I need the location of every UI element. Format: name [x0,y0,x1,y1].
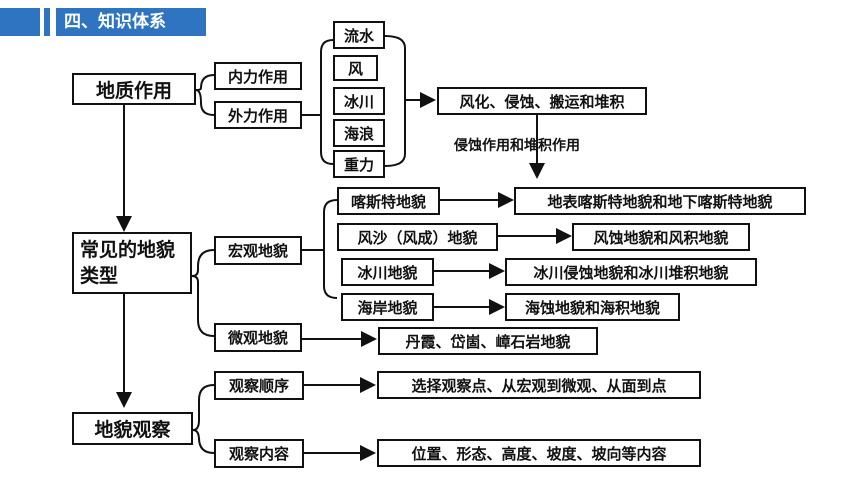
label-erosion-deposition: 侵蚀作用和堆积作用 [454,138,580,154]
node-coastal-result: 海蚀地貌和海积地貌 [505,293,680,321]
node-processes: 风化、侵蚀、搬运和堆积 [437,87,647,115]
node-agent-glacier: 冰川 [333,87,385,115]
node-agent-wave: 海浪 [333,119,385,147]
node-aeolian-result: 风蚀地貌和风积地貌 [572,223,750,251]
node-observation-content: 观察内容 [214,439,304,468]
node-micro-result: 丹霞、岱崮、嶂石岩地貌 [378,327,598,355]
brace-macro [323,199,338,299]
node-micro-landform: 微观地貌 [214,323,302,352]
node-agent-gravity: 重力 [333,150,385,178]
node-geological-action: 地质作用 [72,73,196,105]
node-karst: 喀斯特地貌 [337,187,440,215]
header-accent-bar-1 [0,8,40,36]
node-external-force: 外力作用 [214,101,302,129]
section-title: 四、知识体系 [56,8,206,36]
node-internal-force: 内力作用 [214,62,302,90]
node-glacial: 冰川地貌 [341,258,434,286]
node-agent-water: 流水 [333,21,385,49]
bracket-agents-left [320,39,334,165]
node-aeolian: 风沙（风成）地貌 [337,223,498,251]
node-glacial-result: 冰川侵蚀地貌和冰川堆积地貌 [505,258,757,286]
node-common-landforms: 常见的地貌类型 [72,232,192,294]
brace-geo-action [195,74,215,116]
bracket-agents-right [384,35,406,167]
node-macro-landform: 宏观地貌 [214,236,302,265]
node-content-result: 位置、形态、高度、坡度、坡向等内容 [377,439,701,467]
node-observation-order: 观察顺序 [214,371,304,400]
header-accent-bar-2 [44,8,50,36]
node-coastal: 海岸地貌 [341,293,434,321]
node-order-result: 选择观察点、从宏观到微观、从面到点 [377,371,701,399]
brace-landforms [191,249,215,337]
node-karst-result: 地表喀斯特地貌和地下喀斯特地貌 [514,187,806,215]
node-agent-wind: 风 [333,55,378,81]
brace-observation [192,384,215,454]
node-landform-observation: 地貌观察 [72,412,193,445]
